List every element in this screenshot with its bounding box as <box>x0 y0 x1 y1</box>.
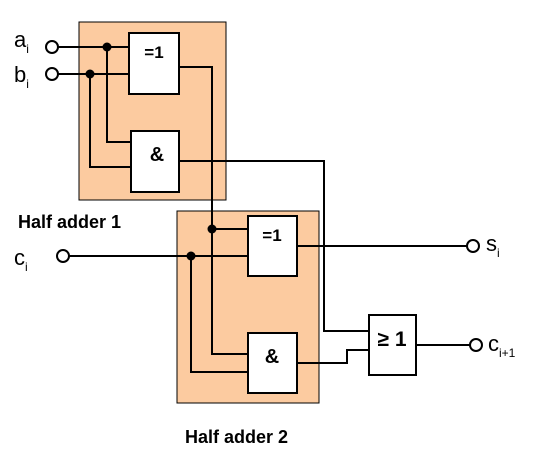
caption-half-adder-2: Half adder 2 <box>185 427 288 447</box>
label-c: ci <box>14 245 28 274</box>
junction-dot <box>186 251 196 261</box>
label-s: si <box>486 231 500 260</box>
gate-or-label: ≥ 1 <box>377 328 406 351</box>
label-a: ai <box>14 27 29 56</box>
junctions <box>85 42 217 261</box>
gate-and-1-label: & <box>150 144 164 166</box>
input-a-terminal <box>45 40 59 54</box>
label-b: bi <box>14 62 29 91</box>
terminals <box>45 40 483 352</box>
junction-dot <box>207 224 217 234</box>
input-c-terminal <box>56 249 70 263</box>
caption-half-adder-1: Half adder 1 <box>18 212 121 232</box>
junction-dot <box>85 69 95 79</box>
output-s-terminal <box>466 239 480 253</box>
gate-xor-1: =1 <box>128 32 180 95</box>
output-cout-terminal <box>469 338 483 352</box>
gate-and-2-label: & <box>265 346 279 368</box>
label-cout: ci+1 <box>488 331 516 360</box>
gate-xor-2: =1 <box>247 215 298 277</box>
gate-xor-1-label: =1 <box>144 43 163 62</box>
gate-and-2: & <box>247 332 298 394</box>
input-b-terminal <box>45 67 59 81</box>
gate-xor-2-label: =1 <box>262 226 281 245</box>
gate-and-1: & <box>130 130 180 193</box>
gate-or: ≥ 1 <box>368 314 417 376</box>
junction-dot <box>102 42 112 52</box>
